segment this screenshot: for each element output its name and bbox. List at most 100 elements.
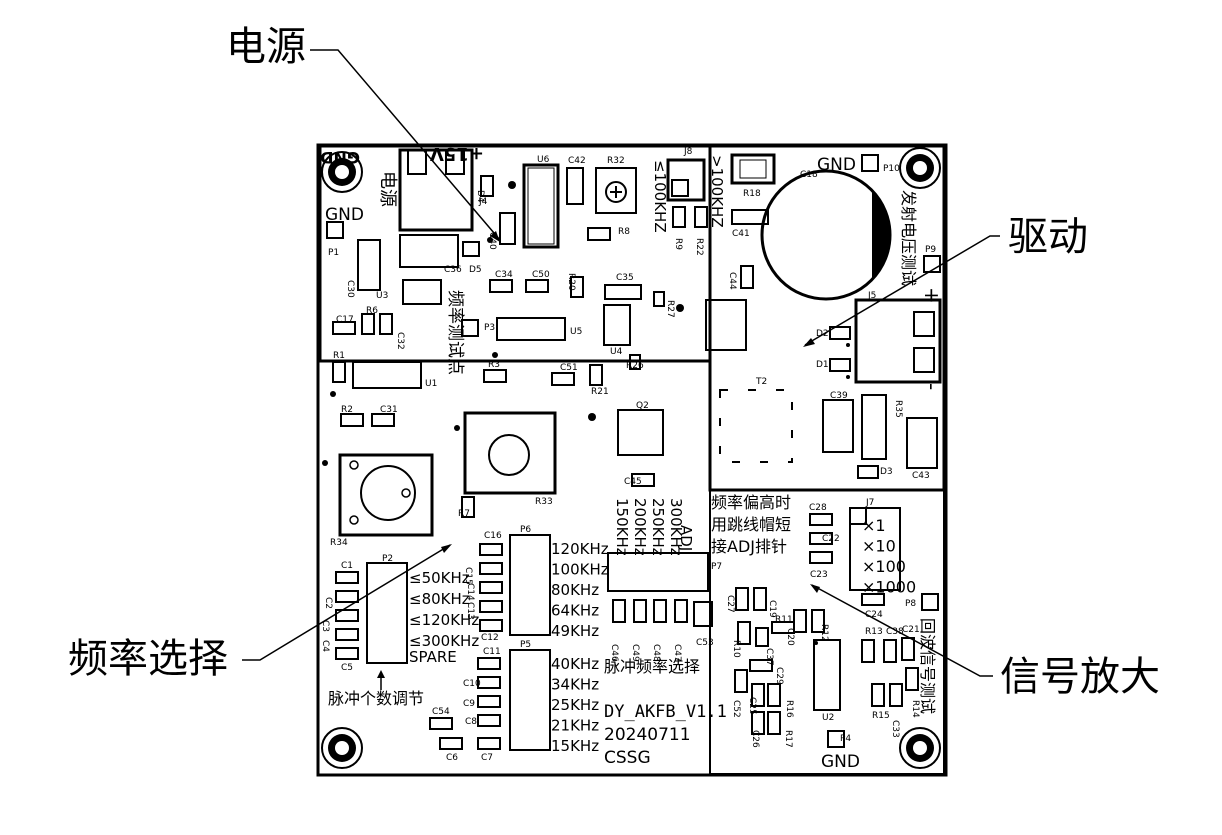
designator-d1: D1 (816, 360, 829, 370)
res-r2 (340, 413, 364, 427)
designator-p4: P4 (840, 734, 851, 744)
designator-u1: U1 (425, 379, 437, 389)
silk-gnd-p1: GND (325, 205, 364, 225)
designator-r8: R8 (618, 227, 630, 237)
designator-r17: R17 (783, 730, 793, 748)
test-point-p4 (827, 730, 845, 748)
reg-u3 (402, 279, 442, 305)
freq-p6-item: 80KHz (551, 581, 599, 599)
designator-p2: P2 (382, 554, 393, 564)
jumper-j7 (849, 507, 901, 591)
inductor-u6 (522, 163, 560, 249)
designator-p6: P6 (520, 525, 531, 535)
silk-le100khz: ≤100KHZ (651, 160, 669, 233)
designator-p10: P10 (883, 164, 900, 174)
cap-c35 (604, 284, 642, 300)
cap-row-p7 (612, 599, 688, 623)
designator-c54: C54 (432, 707, 450, 717)
designator-c19: C19 (767, 600, 777, 618)
silk-15v: +15V (430, 143, 484, 164)
electrolytic-c18 (760, 169, 892, 301)
designator-d3: D3 (880, 467, 893, 477)
cap-c34 (489, 279, 513, 293)
freq-p5-item: 15KHz (551, 737, 599, 755)
designator-r26: R26 (626, 361, 644, 371)
cap-column-p2 (335, 571, 359, 660)
freq-p6-item: 64KHz (551, 602, 599, 620)
designator-c43: C43 (912, 471, 930, 481)
cap-c32 (379, 313, 393, 335)
designator-r6: R6 (366, 306, 378, 316)
res-r20 (570, 276, 584, 298)
designator-p5: P5 (520, 640, 531, 650)
cap-c40 (499, 212, 516, 245)
designator-c44: C44 (727, 272, 737, 290)
chip-u4 (603, 304, 631, 346)
designator-r21: R21 (591, 387, 609, 397)
designator-p8: P8 (905, 599, 916, 609)
cap-column-p5 (429, 657, 501, 750)
designator-r13: R13 (865, 627, 883, 637)
header-p6 (509, 534, 551, 636)
test-point-p1 (326, 221, 344, 239)
designator-c2: C2 (323, 597, 333, 609)
designator-c32: C32 (395, 332, 405, 350)
designator-u2: U2 (822, 713, 834, 723)
designator-c16: C16 (484, 531, 502, 541)
designator-c24: C24 (865, 610, 883, 620)
designator-c18: C18 (800, 170, 818, 180)
designator-r1: R1 (333, 351, 345, 361)
designator-c1: C1 (341, 561, 353, 571)
designator-c46: C46 (609, 644, 619, 662)
designator-c38: C38 (886, 627, 904, 637)
trimmer-r32 (595, 167, 637, 214)
designator-c28: C28 (809, 503, 827, 513)
designator-c25: C25 (747, 697, 757, 715)
designator-c53: C53 (696, 638, 714, 648)
silk-adj: ADJ (677, 525, 695, 551)
cap-c51 (551, 372, 575, 386)
freq-p2-item: ≤120KHz (409, 611, 479, 629)
silk-power-cn: 电源 (377, 171, 398, 207)
res-r9 (672, 206, 686, 228)
diode-d2 (829, 326, 851, 340)
power-jack (398, 148, 474, 232)
callout-drive: 驱动 (1008, 214, 1088, 260)
silk-pulse-freq-select: 脉冲频率选择 (604, 657, 700, 676)
designator-c51: C51 (560, 363, 578, 373)
freq-p6-item: 120KHz (551, 540, 609, 558)
designator-r34: R34 (330, 538, 348, 548)
callout-freq-select: 频率选择 (68, 636, 228, 682)
note-line-1: 频率偏高时 (711, 493, 791, 512)
cap-c42 (566, 167, 584, 205)
callout-drive-leader (804, 235, 1000, 346)
callout-signal-amp: 信号放大 (1000, 654, 1160, 700)
res-r21 (589, 364, 603, 386)
designator-r12: R12 (819, 624, 829, 642)
designator-c49: C49 (630, 644, 640, 662)
designator-c35: C35 (616, 273, 634, 283)
designator-r16: R16 (784, 700, 794, 718)
freq-p7-item: 250KHz (649, 498, 667, 556)
designator-u4: U4 (610, 347, 623, 357)
designator-u3: U3 (376, 291, 388, 301)
designator-r32: R32 (607, 156, 625, 166)
cap-c50 (525, 279, 549, 293)
designator-c10: C10 (463, 679, 481, 689)
designator-j7: J7 (865, 498, 874, 508)
jumper-j1 (705, 299, 747, 351)
designator-p9: P9 (925, 245, 936, 255)
trimmer-c53 (693, 601, 713, 627)
designator-c37: C37 (764, 648, 774, 666)
designator-r27: R27 (665, 300, 675, 318)
freq-list-p2: ≤50KHz≤80KHz≤120KHz≤300KHz (409, 569, 479, 650)
silk-freq-test-point: 频率测试点 (445, 290, 465, 375)
gain-item: ×100 (862, 557, 906, 576)
designator-r9: R9 (673, 238, 683, 250)
gain-item: ×10 (862, 537, 896, 556)
cap-column-p6 (479, 543, 503, 632)
pot-r34 (338, 453, 434, 537)
test-point-p10 (861, 154, 879, 172)
test-point-p8 (921, 593, 939, 611)
designator-c12: C12 (481, 633, 499, 643)
